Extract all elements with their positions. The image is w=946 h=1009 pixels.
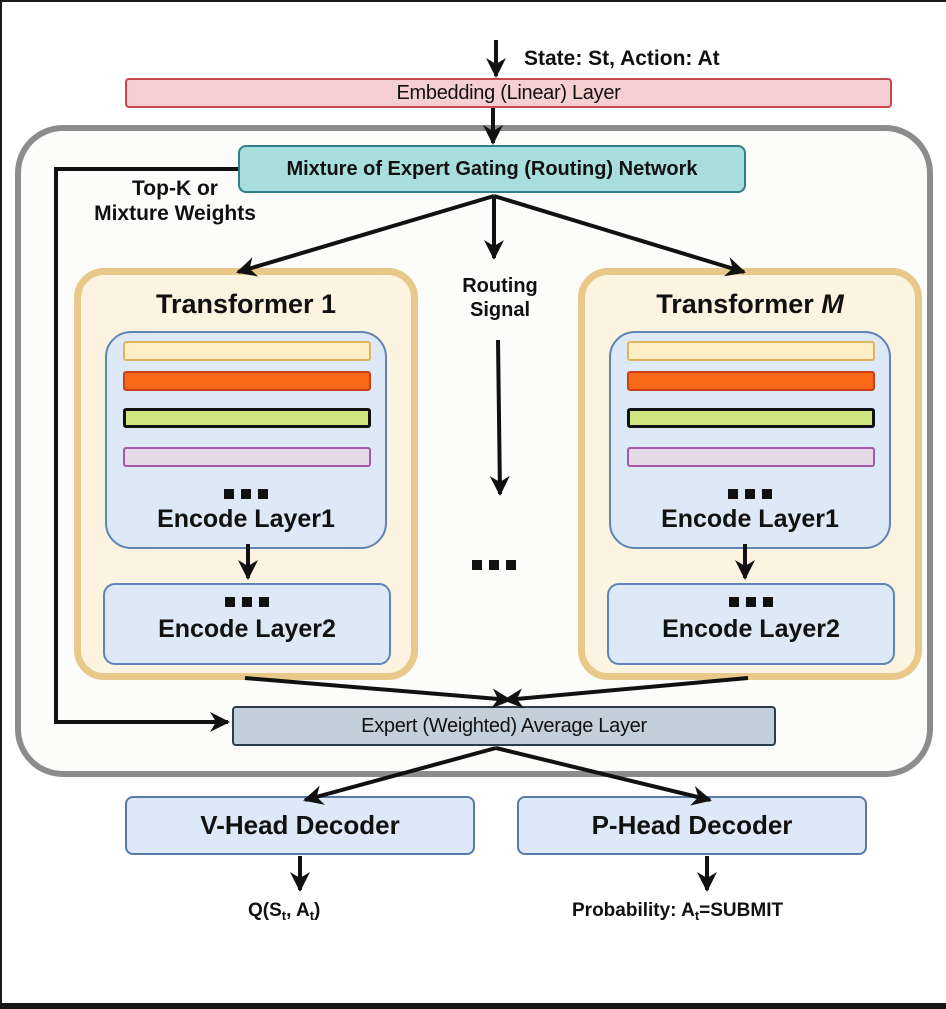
frame-bottom-border	[0, 1003, 946, 1009]
p-head-decoder: P-Head Decoder	[517, 796, 867, 855]
probability-output: Probability: At=SUBMIT	[572, 900, 784, 923]
encode-layer2-label: Encode Layer2	[662, 615, 840, 643]
bar-lavender	[627, 447, 875, 467]
ellipsis-icon	[107, 489, 385, 499]
transformer-title-prefix: Transformer	[155, 289, 322, 319]
transformer-title-index: M	[821, 289, 844, 319]
encode-layer2-block: Encode Layer2	[103, 583, 391, 665]
more-experts-ellipsis-icon	[472, 560, 516, 570]
transformer-1: Transformer 1 Encode Layer1 Encode Layer…	[74, 268, 418, 680]
p-head-decoder-label: P-Head Decoder	[591, 810, 793, 840]
ellipsis-icon	[611, 489, 889, 499]
routing-signal-line1: Routing	[462, 275, 538, 297]
average-layer: Expert (Weighted) Average Layer	[232, 706, 776, 746]
encode-layer1-label: Encode Layer1	[157, 505, 335, 533]
embedding-layer-label: Embedding (Linear) Layer	[396, 81, 621, 104]
q-value-output: Q(St, At)	[248, 900, 321, 923]
bar-lavender	[123, 447, 371, 467]
input-label: State: St, Action: At	[524, 47, 720, 70]
encode-layer1-block: Encode Layer1	[609, 331, 891, 549]
v-head-decoder-label: V-Head Decoder	[200, 810, 400, 840]
routing-signal-line2: Signal	[469, 299, 530, 321]
transformer-m: Transformer M Encode Layer1 Encode Layer…	[578, 268, 922, 680]
average-layer-label: Expert (Weighted) Average Layer	[361, 714, 647, 737]
bar-light-yellow	[627, 341, 875, 361]
bar-orange	[123, 371, 371, 391]
frame-left-border	[0, 0, 2, 1009]
routing-signal-label: Routing Signal	[430, 274, 570, 322]
bar-lime	[123, 408, 371, 428]
frame-top-border	[0, 0, 946, 2]
gating-network-label: Mixture of Expert Gating (Routing) Netwo…	[286, 157, 698, 180]
mixture-weights-line2: Mixture Weights	[94, 202, 256, 226]
transformer-title-prefix: Transformer	[656, 289, 822, 319]
mixture-weights-line1: Top-K or	[132, 177, 218, 200]
encode-layer2-block: Encode Layer2	[607, 583, 895, 665]
encode-layer1-block: Encode Layer1	[105, 331, 387, 549]
encode-layer2-label: Encode Layer2	[158, 615, 336, 643]
transformer-m-title: Transformer M	[585, 289, 915, 320]
ellipsis-icon	[609, 597, 893, 607]
v-head-decoder: V-Head Decoder	[125, 796, 475, 855]
bar-orange	[627, 371, 875, 391]
bar-light-yellow	[123, 341, 371, 361]
bar-lime	[627, 408, 875, 428]
embedding-layer: Embedding (Linear) Layer	[125, 78, 892, 108]
transformer-title-index: 1	[321, 289, 337, 319]
ellipsis-icon	[105, 597, 389, 607]
transformer-1-title: Transformer 1	[81, 289, 411, 320]
gating-network: Mixture of Expert Gating (Routing) Netwo…	[238, 145, 746, 193]
mixture-weights-label: Top-K or Mixture Weights	[70, 176, 280, 226]
encode-layer1-label: Encode Layer1	[661, 505, 839, 533]
